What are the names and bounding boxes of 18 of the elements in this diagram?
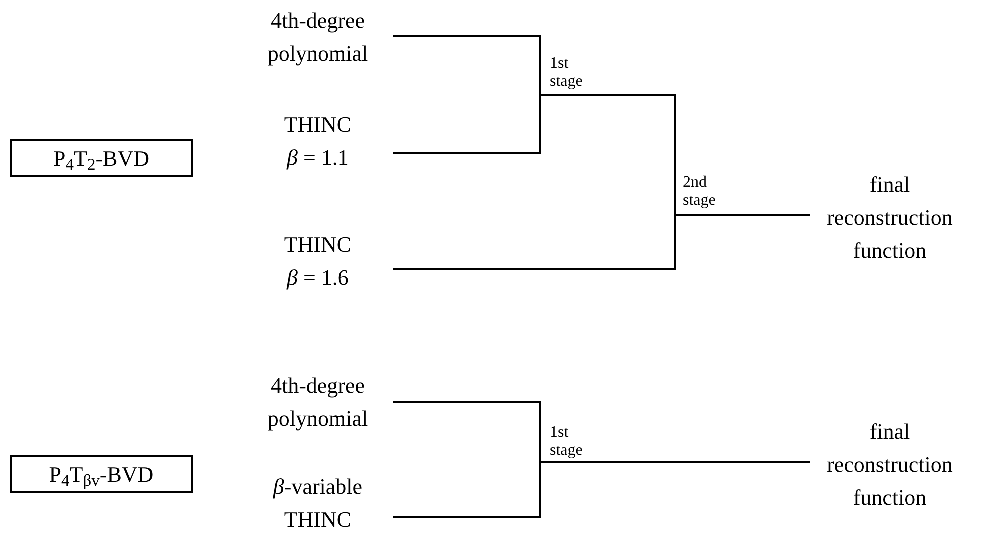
- node-text: 4th-degree polynomial: [266, 7, 370, 68]
- stage-label: 2nd stage: [683, 174, 717, 210]
- connector-line: [393, 214, 810, 270]
- method-name: P$_{4}$T$_{βv}$-BVD: [49, 460, 154, 490]
- node-text: 4th-degree polynomial: [266, 372, 370, 433]
- node-text: β = 1.6: [287, 264, 349, 292]
- node-text: β = 1.1: [287, 144, 349, 172]
- connector-line: [393, 461, 810, 518]
- node-text: final reconstruction function: [826, 170, 954, 264]
- stage-label: 1st stage: [550, 55, 584, 91]
- method-name: P$_{4}$T$_{2}$-BVD: [54, 144, 150, 174]
- node-text: THINC: [284, 231, 352, 259]
- node-text: final reconstruction function: [826, 418, 954, 512]
- node-text: β-variable THINC: [272, 473, 364, 534]
- node-text: THINC: [284, 111, 352, 139]
- method-box: [10, 455, 193, 493]
- stage-label: 1st stage: [550, 424, 584, 460]
- method-box: [10, 139, 193, 177]
